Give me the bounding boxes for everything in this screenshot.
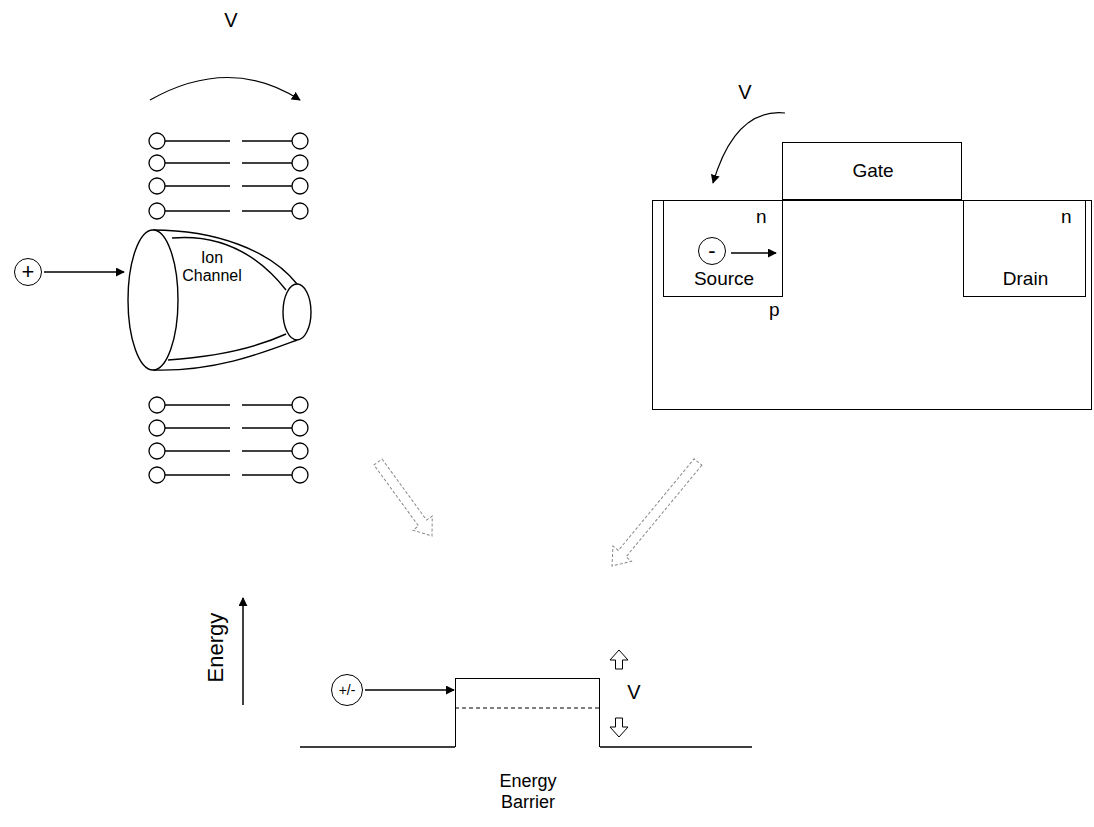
- lipid-tail: [165, 185, 230, 186]
- voltage-label: V: [738, 81, 751, 104]
- lipid-head: [292, 467, 308, 483]
- lipid-head: [149, 203, 165, 219]
- electron-arrow: [731, 252, 776, 254]
- flow-arrow: [603, 454, 707, 573]
- node-text: Ion Channel: [177, 249, 247, 286]
- ion-circle: +: [14, 258, 42, 286]
- lipid-head: [292, 420, 308, 436]
- lipid-head: [149, 133, 165, 149]
- voltage-label: V: [224, 9, 237, 32]
- energy-baseline: [300, 746, 752, 748]
- lipid-head: [149, 467, 165, 483]
- lipid-tail: [165, 450, 230, 451]
- lipid-head: [149, 155, 165, 171]
- axis-label: Energy: [203, 613, 228, 683]
- node-text: Gate: [783, 160, 963, 182]
- lipid-head: [149, 420, 165, 436]
- node-text: -: [699, 238, 725, 264]
- lipid-tail: [165, 140, 230, 141]
- node-text: Energy Barrier: [483, 771, 573, 812]
- lipid-tail: [242, 185, 292, 186]
- lipid-tail: [242, 140, 292, 141]
- p-substrate: p nSource - nDrain: [652, 200, 1092, 410]
- electron-circle: -: [698, 237, 726, 265]
- lipid-head: [292, 443, 308, 459]
- charge-circle: +/-: [331, 674, 363, 706]
- node-text: +: [15, 259, 41, 285]
- lipid-tail: [165, 404, 230, 405]
- lipid-head: [149, 178, 165, 194]
- connector-arrow: [365, 689, 454, 691]
- lipid-tail: [165, 427, 230, 428]
- node-text: Drain: [964, 268, 1087, 290]
- node-text: p: [769, 299, 780, 321]
- node-text: n: [756, 206, 767, 228]
- lipid-tail: [242, 450, 292, 451]
- voltage-arc: [713, 113, 785, 183]
- lowered-barrier: [455, 707, 600, 708]
- energy-barrier: Energy Barrier: [455, 678, 600, 747]
- lipid-head: [292, 178, 308, 194]
- lipid-tail: [242, 210, 292, 211]
- lipid-head: [292, 203, 308, 219]
- down-arrow: [610, 718, 628, 737]
- lipid-tail: [242, 427, 292, 428]
- lipid-tail: [165, 162, 230, 163]
- lipid-tail: [165, 474, 230, 475]
- lipid-head: [292, 397, 308, 413]
- lipid-head: [292, 133, 308, 149]
- flow-arrow: [368, 455, 441, 543]
- ion-channel: Ion Channel: [125, 228, 315, 376]
- up-arrow: [610, 650, 628, 669]
- lipid-tail: [242, 162, 292, 163]
- connector-arrow: [44, 271, 124, 273]
- lipid-tail: [242, 474, 292, 475]
- gate-box: Gate: [782, 142, 962, 200]
- energy-axis: [242, 598, 244, 705]
- lipid-head: [149, 443, 165, 459]
- drain-region: nDrain: [963, 201, 1086, 297]
- lipid-tail: [165, 210, 230, 211]
- lipid-tail: [242, 404, 292, 405]
- node-text: +/-: [332, 675, 362, 705]
- flow-arrows: [368, 454, 707, 573]
- node-text: n: [1061, 206, 1072, 228]
- source-region: nSource -: [663, 201, 783, 297]
- lipid-head: [149, 397, 165, 413]
- voltage-arc: [150, 78, 300, 101]
- voltage-label: V: [627, 681, 640, 704]
- node-text: Source: [664, 268, 784, 290]
- lipid-head: [292, 155, 308, 171]
